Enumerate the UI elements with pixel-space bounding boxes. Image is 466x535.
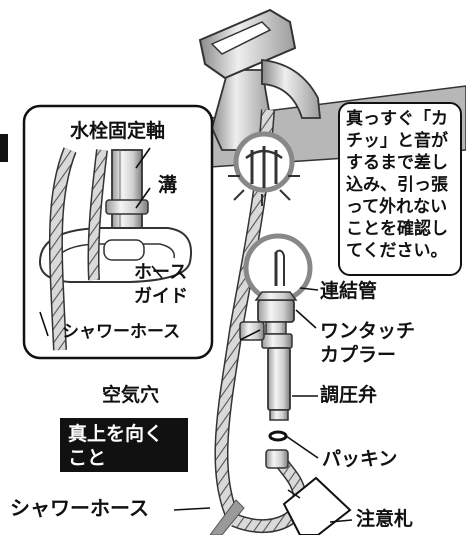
packing-ring <box>268 430 288 442</box>
instruction-note: 真っすぐ「カ チッ」と音が するまで差し 込み、引っ張 って外れない ことを確認… <box>338 102 462 276</box>
air-hole-fitting <box>239 321 265 341</box>
warning-line-1: 真上を向く <box>68 423 164 445</box>
connector-circle-lower <box>243 233 313 303</box>
leader-lines <box>39 147 353 523</box>
caution-tag <box>282 476 352 535</box>
label-shower-hose-inset: シャワーホース <box>62 322 181 342</box>
label-groove: 溝 <box>158 174 178 196</box>
note-line-4: 込み、引っ張 <box>346 175 448 195</box>
connector-circle-upper <box>228 131 300 206</box>
label-air-hole: 空気穴 <box>102 384 160 406</box>
note-line-3: するまで差し <box>346 153 448 173</box>
label-caution-tag: 注意札 <box>356 508 414 530</box>
faucet-body <box>198 8 321 151</box>
label-shaft: 水栓固定軸 <box>70 120 166 142</box>
note-line-5: って外れない <box>346 197 448 217</box>
label-pressure-valve: 調圧弁 <box>320 384 378 406</box>
label-shower-hose: シャワーホース <box>10 496 149 520</box>
label-hose-guide-1: ホース <box>134 262 188 283</box>
hose-nut <box>265 449 289 469</box>
warning-box: 真上を向く こと <box>60 418 188 472</box>
warning-line-2: こと <box>68 447 107 469</box>
label-one-touch-1: ワンタッチ <box>320 320 416 342</box>
hose-end-pointer <box>209 499 245 535</box>
pressure-valve <box>267 347 291 421</box>
label-hose-guide-2: ガイド <box>134 286 188 307</box>
label-connector-pipe: 連結管 <box>320 280 378 302</box>
note-line-1: 真っすぐ「カ <box>346 109 448 129</box>
note-line-6: ことを確認し <box>346 219 448 239</box>
label-packing: パッキン <box>322 448 398 470</box>
inset-shower-hose <box>48 147 108 351</box>
note-line-2: チッ」と音が <box>346 131 448 151</box>
note-line-7: てください。 <box>346 241 448 261</box>
label-one-touch-2: カプラー <box>320 344 397 366</box>
